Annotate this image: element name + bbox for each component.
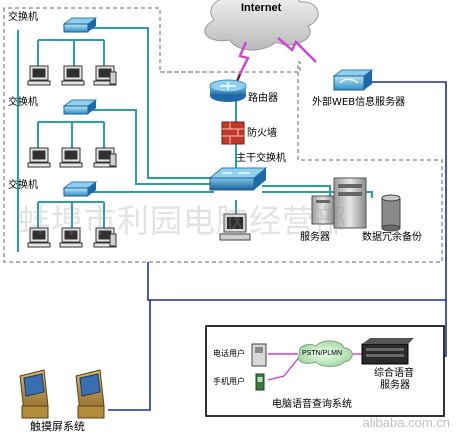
- mobile-user-label: 手机用户: [213, 377, 245, 386]
- internet-cloud: [204, 0, 319, 51]
- internet-uplinks: [238, 37, 317, 75]
- server-icon: [311, 177, 367, 229]
- corner-watermark: alibaba.com.cn: [362, 415, 450, 430]
- mobile-phone-icon: [255, 373, 265, 391]
- firewall-label: 防火墙: [247, 128, 277, 139]
- router-label: 路由器: [248, 93, 278, 104]
- pc-icon: [59, 147, 83, 168]
- server-label: 服务器: [300, 232, 330, 243]
- pc-icon: [27, 147, 51, 168]
- lan-cables: [17, 27, 373, 252]
- voice-server-label-line1: 综合语音: [374, 368, 414, 379]
- client-pc-row1: [27, 65, 117, 86]
- lan-boundary: [3, 7, 443, 263]
- pstn-cloud-icon: [297, 340, 353, 367]
- pc-icon: [27, 65, 51, 86]
- access-switch-2-icon: [62, 99, 98, 115]
- voice-system-box: [205, 325, 445, 417]
- access-switch-3-icon: [62, 181, 98, 197]
- touch-screen-label: 触摸屏系统: [30, 420, 85, 433]
- data-backup-icon: [381, 194, 401, 232]
- pc-icon: [61, 65, 85, 86]
- voice-system-title: 电脑语音查询系统: [272, 399, 352, 410]
- switch-3-label: 交换机: [8, 180, 38, 191]
- core-workstation-icon: [219, 213, 251, 241]
- printer-pc-icon: [93, 227, 117, 248]
- telephone-icon: [251, 343, 267, 367]
- switch-2-label: 交换机: [8, 97, 38, 108]
- pc-icon: [27, 227, 51, 248]
- client-pc-row3: [27, 227, 117, 248]
- pstn-label: PSTN/PLMN: [302, 350, 343, 357]
- internet-label: Internet: [241, 2, 282, 14]
- firewall-icon: [221, 121, 245, 145]
- phone-user-label: 电话用户: [213, 349, 245, 358]
- router-icon: [209, 79, 247, 102]
- printer-pc-icon: [93, 65, 117, 86]
- access-switch-1-icon: [62, 17, 98, 33]
- printer-pc-icon: [93, 147, 117, 168]
- voice-server-label-line2: 服务器: [380, 380, 410, 391]
- pc-icon: [59, 227, 83, 248]
- kiosk-icon: [19, 369, 49, 419]
- core-switch-label: 主干交换机: [236, 153, 286, 164]
- client-pc-row2: [27, 147, 117, 168]
- data-backup-label: 数据冗余备份: [362, 232, 422, 243]
- kiosk-icon: [75, 369, 105, 419]
- web-server-label: 外部WEB信息服务器: [312, 97, 406, 108]
- core-switch-icon: [208, 167, 268, 191]
- voice-server-icon: [361, 338, 414, 365]
- web-server-icon: [332, 69, 374, 91]
- switch-1-label: 交换机: [8, 12, 38, 23]
